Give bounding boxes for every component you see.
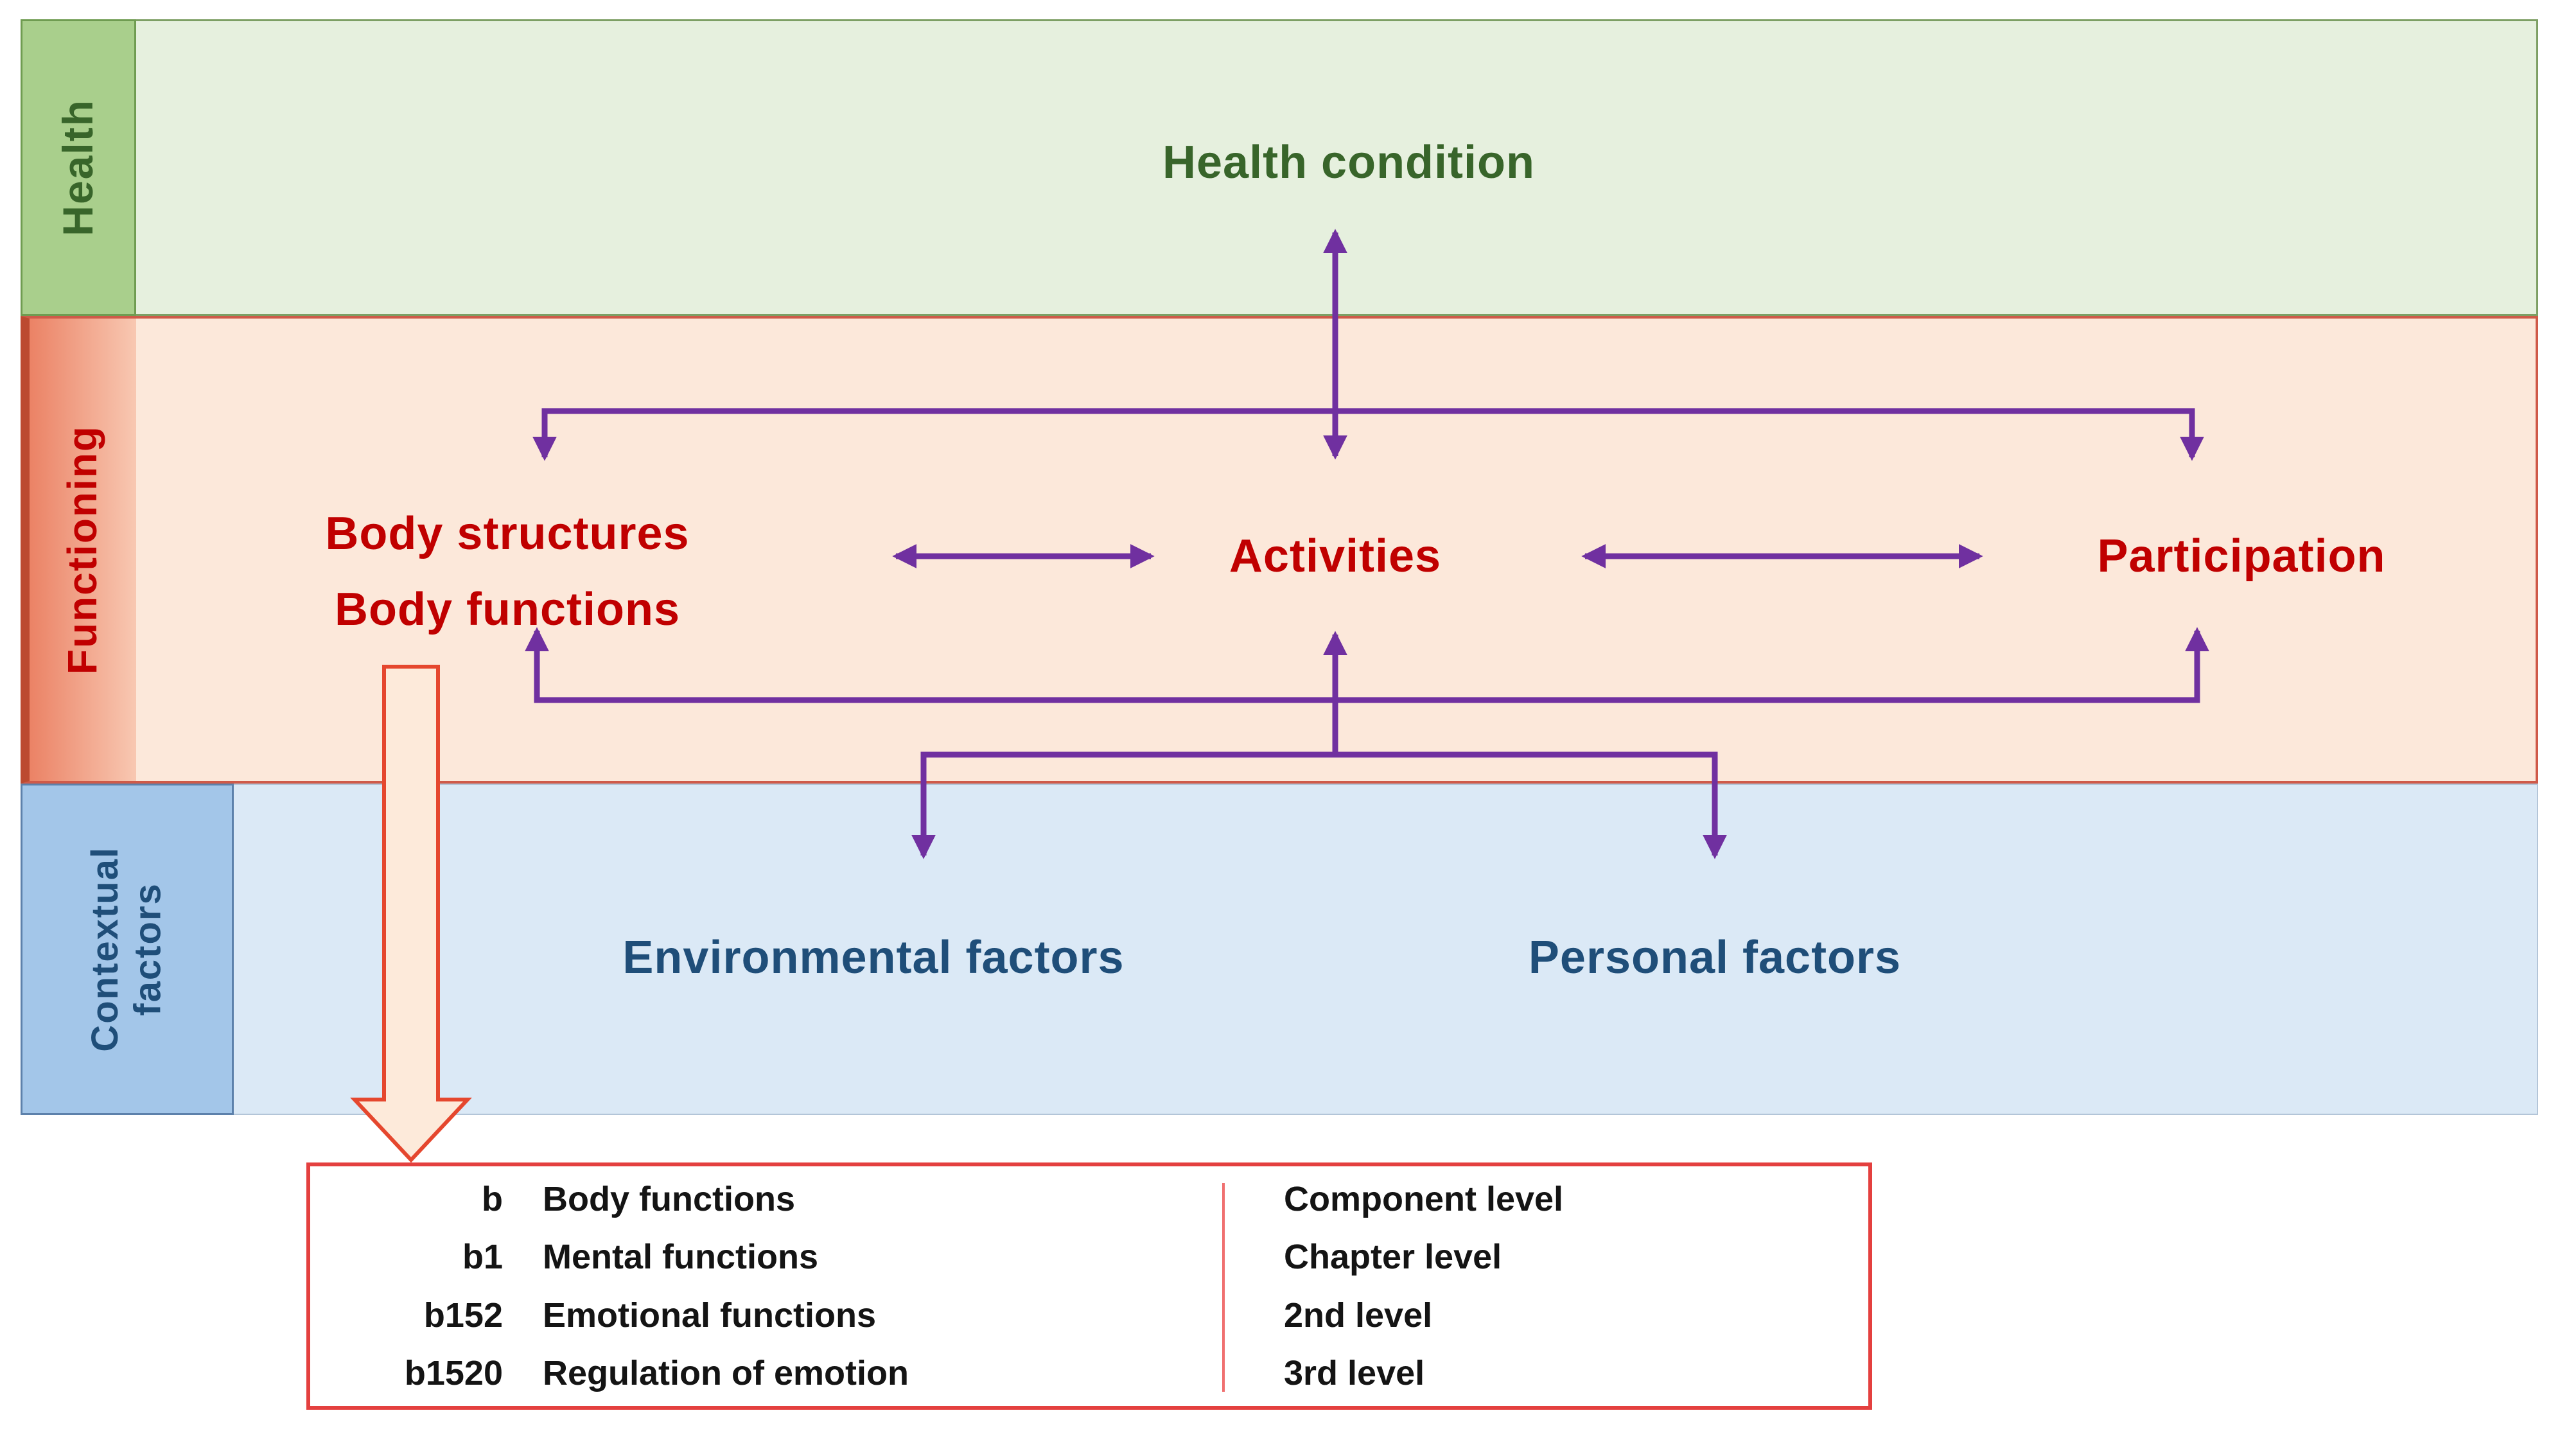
level-cell: 2nd level bbox=[1284, 1295, 1433, 1335]
body-structures-functions-node: Body structures Body functions bbox=[186, 496, 828, 647]
level-cell: 3rd level bbox=[1284, 1353, 1425, 1392]
level-cell: Component level bbox=[1284, 1180, 1564, 1219]
health-row-label: Health bbox=[21, 19, 136, 316]
activities-node: Activities bbox=[1229, 531, 1442, 582]
contextual-row-label-text: Contextual factors bbox=[84, 846, 169, 1052]
functioning-row-label: Functioning bbox=[21, 316, 136, 784]
code-cell: b bbox=[482, 1180, 503, 1219]
contextual-row-label: Contextual factors bbox=[21, 784, 234, 1115]
body-functions-line: Body functions bbox=[335, 584, 680, 635]
table-rows: b Body functions Component level b1 Ment… bbox=[310, 1166, 1868, 1406]
name-cell: Mental functions bbox=[543, 1238, 818, 1277]
body-structures-line: Body structures bbox=[325, 508, 690, 559]
name-cell: Regulation of emotion bbox=[543, 1353, 909, 1392]
health-condition-node: Health condition bbox=[1162, 137, 1535, 188]
table-row: b1 Mental functions Chapter level bbox=[310, 1228, 1868, 1286]
name-cell: Emotional functions bbox=[543, 1295, 876, 1335]
health-row-label-text: Health bbox=[54, 99, 102, 236]
name-cell: Body functions bbox=[543, 1180, 795, 1219]
table-row: b1520 Regulation of emotion 3rd level bbox=[310, 1344, 1868, 1402]
table-row: b152 Emotional functions 2nd level bbox=[310, 1286, 1868, 1344]
table-column-divider bbox=[1222, 1183, 1225, 1392]
functioning-row-label-text: Functioning bbox=[59, 425, 106, 675]
contextual-band bbox=[21, 784, 2538, 1115]
code-cell: b1 bbox=[462, 1238, 503, 1277]
participation-node: Participation bbox=[2097, 531, 2386, 582]
code-cell: b1520 bbox=[404, 1353, 503, 1392]
icf-code-table: b Body functions Component level b1 Ment… bbox=[306, 1162, 1872, 1410]
level-cell: Chapter level bbox=[1284, 1238, 1502, 1277]
code-cell: b152 bbox=[423, 1295, 503, 1335]
health-band bbox=[21, 19, 2538, 316]
personal-factors-node: Personal factors bbox=[1528, 932, 1902, 983]
table-row: b Body functions Component level bbox=[310, 1170, 1868, 1228]
environmental-factors-node: Environmental factors bbox=[622, 932, 1125, 983]
